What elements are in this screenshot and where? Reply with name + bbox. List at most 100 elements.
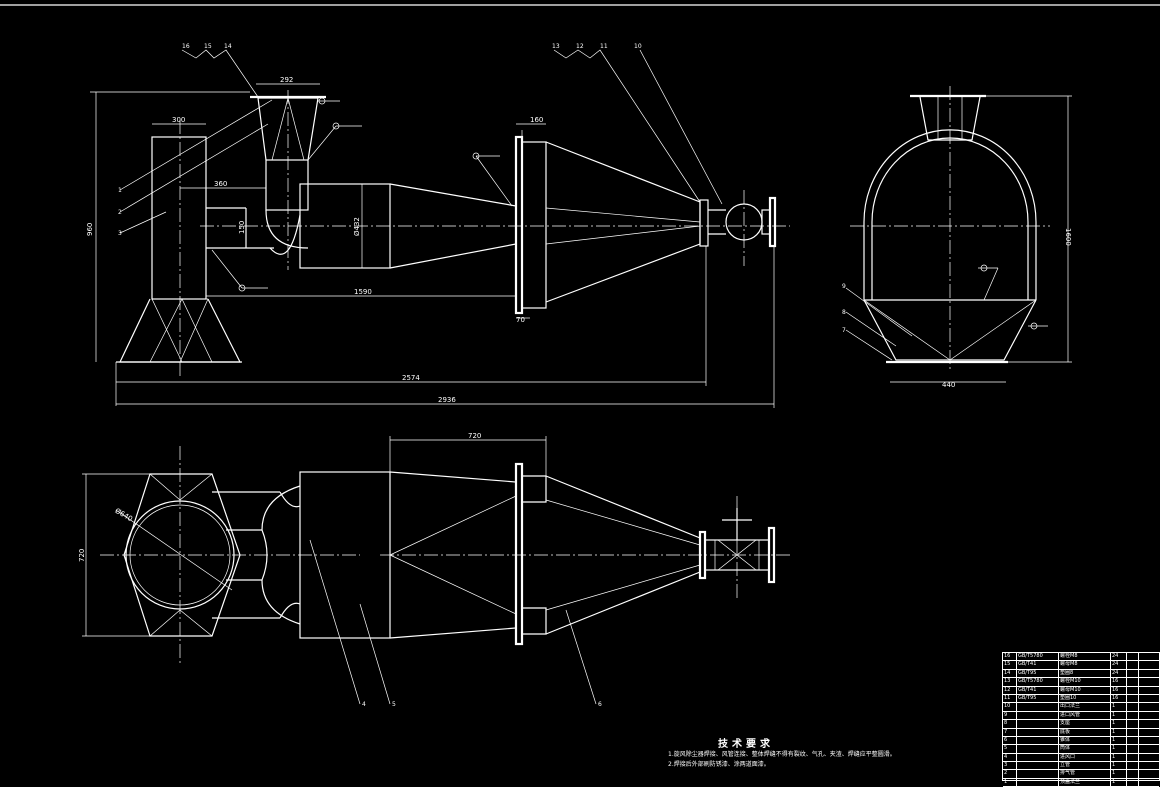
dim-d432: Ø432	[353, 217, 361, 236]
table-cell: 1	[1111, 711, 1127, 720]
table-cell: 16	[1003, 653, 1017, 661]
table-cell: 1	[1111, 703, 1127, 711]
dim-1600: 1600	[1064, 228, 1072, 246]
table-cell: 底板	[1059, 728, 1111, 736]
balloon-6: 6	[598, 701, 602, 708]
table-cell: 15	[1003, 661, 1017, 669]
table-cell: 1	[1111, 778, 1127, 787]
table-cell	[1127, 762, 1139, 770]
table-cell	[1127, 703, 1139, 711]
table-cell: 支座	[1059, 720, 1111, 728]
table-cell: 16	[1111, 686, 1127, 694]
dim-360: 360	[214, 180, 227, 188]
balloon-5: 5	[392, 701, 396, 708]
table-cell	[1127, 694, 1139, 703]
table-cell: 垫圈8	[1059, 669, 1111, 678]
balloon-14: 14	[224, 43, 232, 50]
table-cell	[1139, 712, 1159, 719]
table-cell: GB/T41	[1017, 686, 1059, 694]
table-cell	[1127, 711, 1139, 720]
balloon-1: 1	[118, 187, 122, 194]
table-cell: 5	[1003, 745, 1017, 753]
table-cell: GB/T5780	[1017, 678, 1059, 686]
table-cell: 出口法兰	[1059, 703, 1111, 711]
balloon-9: 9	[842, 283, 846, 290]
table-cell	[1127, 736, 1139, 745]
balloon-4: 4	[362, 701, 366, 708]
table-cell: 9	[1003, 711, 1017, 720]
dim-300: 300	[172, 116, 185, 124]
table-cell	[1139, 687, 1159, 694]
dim-70: 70	[516, 316, 525, 324]
dim-150: 150	[238, 221, 246, 234]
dim-720-side: 720	[78, 549, 86, 562]
table-cell	[1139, 695, 1159, 702]
table-cell	[1127, 686, 1139, 694]
table-cell: 12	[1003, 686, 1017, 694]
table-cell: 3	[1003, 762, 1017, 770]
table-cell: 1	[1111, 770, 1127, 778]
table-cell: 螺栓M10	[1059, 678, 1111, 686]
table-cell	[1139, 703, 1159, 710]
dim-2936: 2936	[438, 396, 456, 404]
tech-line-2: 2.焊接后外部刷防锈漆、涂两道面漆。	[668, 761, 770, 768]
balloon-11: 11	[600, 43, 608, 50]
table-cell	[1017, 753, 1059, 762]
balloon-3: 3	[118, 230, 122, 237]
balloon-16: 16	[182, 43, 190, 50]
dim-960: 960	[86, 223, 94, 236]
balloon-15: 15	[204, 43, 212, 50]
side-body-outer	[863, 129, 1037, 300]
table-cell: 进口风管	[1059, 711, 1111, 720]
riser-pipe	[265, 159, 309, 211]
table-cell: GB/T95	[1017, 694, 1059, 703]
table-cell: 1	[1003, 778, 1017, 787]
table-cell: 1	[1111, 728, 1127, 736]
table-cell	[1139, 737, 1159, 744]
dim-160: 160	[530, 116, 543, 124]
table-cell: GB/T95	[1017, 669, 1059, 678]
table-cell	[1127, 669, 1139, 678]
balloon-2: 2	[118, 209, 122, 216]
table-cell	[1139, 745, 1159, 752]
table-cell	[1017, 720, 1059, 728]
table-cell: 6	[1003, 736, 1017, 745]
table-cell: 螺母M8	[1059, 661, 1111, 669]
table-cell	[1139, 653, 1159, 660]
table-cell	[1139, 770, 1159, 777]
table-cell	[1139, 754, 1159, 761]
dim-1590: 1590	[354, 288, 372, 296]
table-cell	[1017, 770, 1059, 778]
table-cell	[1127, 745, 1139, 753]
balloon-8: 8	[842, 309, 846, 316]
table-cell	[1017, 728, 1059, 736]
table-cell: 排气管	[1059, 770, 1111, 778]
table-cell: 10	[1003, 703, 1017, 711]
table-cell	[1139, 762, 1159, 769]
flange-left	[514, 135, 524, 315]
table-cell	[1139, 729, 1159, 736]
table-cell	[1139, 670, 1159, 677]
dim-440: 440	[942, 381, 955, 389]
leader-16-15-14	[181, 49, 259, 98]
big-cone	[545, 141, 701, 303]
front-view: 292 300 960 360 150 Ø432 1590 160 70 257…	[86, 43, 790, 408]
dim-720-top: 720	[468, 432, 481, 440]
table-cell: 2	[1003, 770, 1017, 778]
table-cell	[1139, 720, 1159, 727]
table-cell	[1017, 703, 1059, 711]
balloon-7: 7	[842, 327, 846, 334]
table-cell: 8	[1003, 720, 1017, 728]
technical-requirements: 技术要求 1.旋风除尘器焊接、风管连接、整体焊缝不得有裂纹、气孔、夹渣、焊缝应平…	[668, 740, 896, 770]
table-cell: 11	[1003, 694, 1017, 703]
balloon-10: 10	[634, 43, 642, 50]
